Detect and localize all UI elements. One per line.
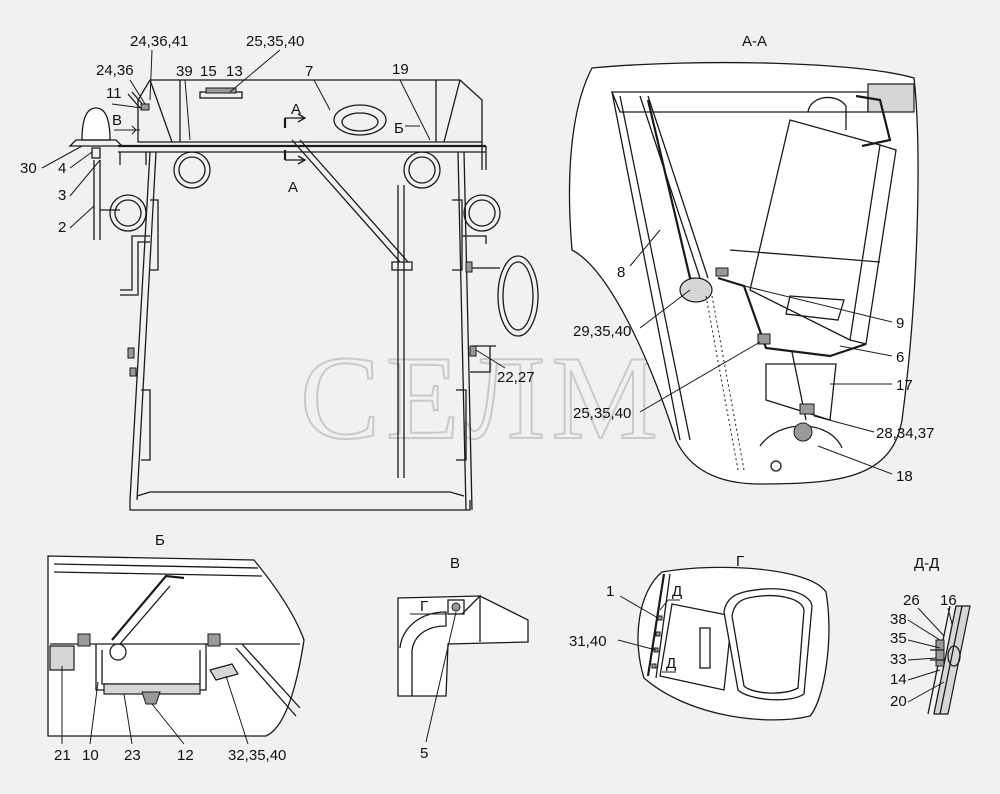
cut-a-top: А: [291, 101, 301, 118]
view-b-labels: Б 21 10 23 12 32,35,40: [54, 532, 286, 764]
main-view: [68, 79, 539, 511]
callout-32-35-40: 32,35,40: [228, 747, 286, 764]
callout-10: 10: [82, 747, 99, 764]
section-dd-title: Д-Д: [914, 555, 939, 572]
cut-d-bottom: Д: [666, 655, 676, 672]
callout-25-35-40: 25,35,40: [246, 33, 304, 50]
callout-24-36: 24,36: [96, 62, 134, 79]
callout-5: 5: [420, 745, 428, 762]
view-b-leaders: [61, 666, 249, 745]
callout-6: 6: [896, 349, 904, 366]
callout-31-40: 31,40: [569, 633, 607, 650]
section-dd: [927, 605, 971, 715]
view-v-labels: В Г 5: [420, 555, 460, 762]
label-g-ref: Г: [420, 598, 428, 615]
section-aa-leaders: [629, 229, 893, 475]
arrow-view-b: Б: [394, 120, 404, 137]
callout-4: 4: [58, 160, 66, 177]
callout-14: 14: [890, 671, 907, 688]
view-b: [47, 555, 305, 737]
cut-a-bottom: А: [288, 179, 298, 196]
callout-17: 17: [896, 377, 913, 394]
watermark: СЕЛМ: [300, 331, 664, 464]
callout-39: 39: [176, 63, 193, 80]
view-g-labels: Г 1 31,40 Д Д: [569, 553, 744, 672]
callout-28-34-37: 28,34,37: [876, 425, 934, 442]
section-aa: [568, 61, 919, 485]
cut-d-top: Д: [672, 583, 682, 600]
main-view-leaders: [41, 49, 506, 369]
view-g: [637, 566, 830, 721]
callout-11: 11: [106, 85, 122, 102]
view-g-title: Г: [736, 553, 744, 570]
callout-7: 7: [305, 63, 313, 80]
view-v-title: В: [450, 555, 460, 572]
callout-2: 2: [58, 219, 66, 236]
callout-38: 38: [890, 611, 907, 628]
callout-13: 13: [226, 63, 243, 80]
section-aa-title: А-А: [742, 33, 767, 50]
callout-1: 1: [606, 583, 614, 600]
callout-29-35-40: 29,35,40: [573, 323, 631, 340]
section-dd-leaders: [907, 607, 953, 703]
callout-8: 8: [617, 264, 625, 281]
callout-19: 19: [392, 61, 409, 78]
callout-21: 21: [54, 747, 71, 764]
section-dd-labels: Д-Д 26 16 38 35 33 14 20: [890, 555, 957, 710]
callout-3: 3: [58, 187, 66, 204]
callout-35-dd: 35: [890, 630, 907, 647]
callout-23: 23: [124, 747, 141, 764]
callout-20: 20: [890, 693, 907, 710]
view-v-leaders: [410, 611, 457, 743]
callout-12: 12: [177, 747, 194, 764]
callout-15: 15: [200, 63, 217, 80]
callout-18: 18: [896, 468, 913, 485]
view-b-title: Б: [155, 532, 165, 549]
view-g-leaders: [617, 595, 680, 673]
callout-33: 33: [890, 651, 907, 668]
arrow-view-v: В: [112, 112, 122, 129]
callout-30: 30: [20, 160, 37, 177]
main-view-labels: 24,36,41 25,35,40 24,36 39 15 13 7 19 11…: [20, 33, 535, 386]
callout-22-27: 22,27: [497, 369, 535, 386]
section-aa-labels: А-А 8 9 29,35,40 6 17 25,35,40 28,34,37 …: [573, 33, 934, 485]
callout-24-36-41: 24,36,41: [130, 33, 188, 50]
callout-25-35-40-aa: 25,35,40: [573, 405, 631, 422]
callout-16: 16: [940, 592, 957, 609]
callout-26: 26: [903, 592, 920, 609]
callout-9: 9: [896, 315, 904, 332]
view-v: [397, 594, 529, 697]
